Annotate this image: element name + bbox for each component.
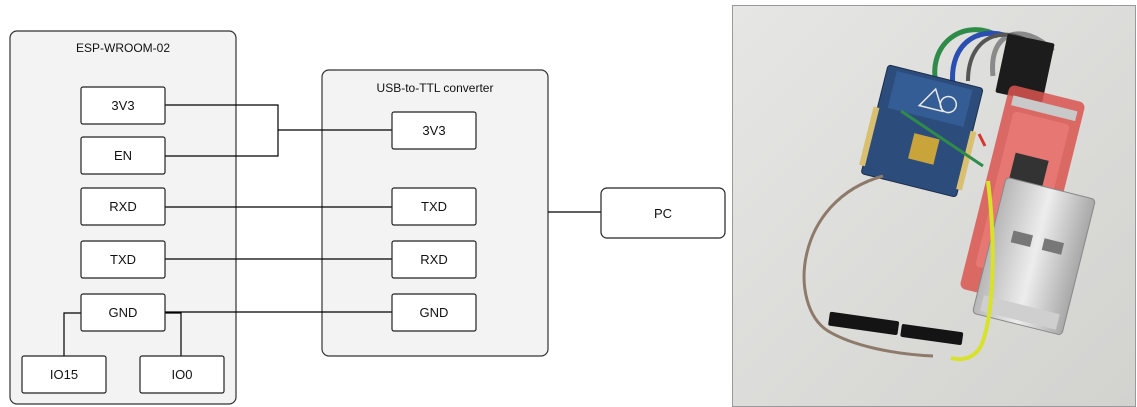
usb-pin-gnd-label: GND [420, 305, 449, 320]
wire-gnd-io0 [165, 312, 182, 356]
usb-pin-rxd-label: RXD [420, 252, 447, 267]
usb-pin-gnd: GND [391, 293, 477, 332]
esp-pin-io15: IO15 [21, 355, 107, 394]
esp-pin-gnd-label: GND [109, 305, 138, 320]
usb-pin-txd: TXD [391, 187, 477, 226]
hardware-photo-illustration [733, 6, 1135, 406]
esp-pin-gnd: GND [80, 293, 166, 332]
usb-pin-rxd: RXD [391, 240, 477, 279]
esp-pin-txd-label: TXD [110, 252, 136, 267]
esp-pin-txd: TXD [80, 240, 166, 279]
usb-pin-txd-label: TXD [421, 199, 447, 214]
esp-pin-3v3: 3V3 [80, 86, 166, 125]
esp-pin-io0-label: IO0 [172, 367, 193, 382]
usb-pin-3v3: 3V3 [391, 111, 477, 150]
esp-pin-en-label: EN [114, 148, 132, 163]
esp-pin-en: EN [80, 136, 166, 175]
esp-pin-rxd-label: RXD [109, 199, 136, 214]
wire-gnd-io15 [63, 312, 81, 356]
esp-pin-3v3-label: 3V3 [111, 98, 134, 113]
usb-pin-3v3-label: 3V3 [422, 123, 445, 138]
esp-pin-io0: IO0 [139, 355, 225, 394]
usb-group-title: USB-to-TTL converter [377, 81, 494, 95]
wires [63, 104, 601, 356]
wiring-diagram: ESP-WROOM-02 USB-to-TTL converter 3V3 EN… [9, 30, 726, 405]
pc-node: PC [600, 187, 726, 239]
pc-label: PC [654, 206, 672, 221]
hardware-photo [732, 5, 1136, 407]
esp-pin-io15-label: IO15 [50, 367, 78, 382]
esp-pin-rxd: RXD [80, 187, 166, 226]
esp-group-title: ESP-WROOM-02 [76, 41, 170, 55]
